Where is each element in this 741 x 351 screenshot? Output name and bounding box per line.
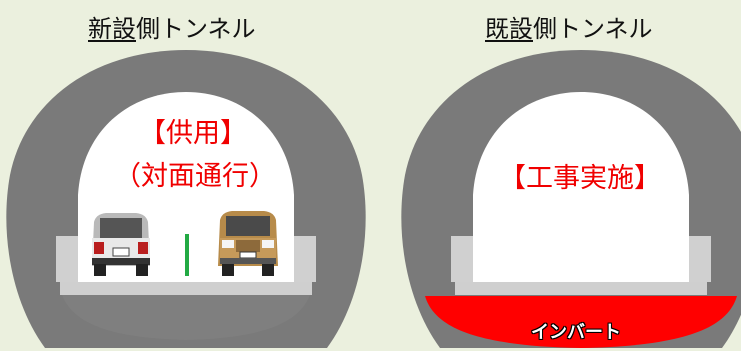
left-side-walk-r [294,236,316,282]
left-side-walk-l [56,236,78,282]
right-tunnel-interior [473,92,689,282]
left-title-rest: 側トンネル [136,15,256,43]
right-title-rest: 側トンネル [533,15,653,43]
construction-label: 【工事実施】 [499,163,661,194]
invert-label: インバート [531,322,621,343]
left-road-slab [60,282,312,295]
right-tunnel-title: 既設側トンネル [485,9,653,44]
right-road-slab [455,282,707,295]
left-title-underlined: 新設 [88,15,136,43]
right-side-walk-l [451,236,473,282]
invert-section [425,296,737,348]
left-tunnel-title: 新設側トンネル [88,9,256,44]
left-invert-base [62,295,310,340]
center-line [185,234,189,276]
in-service-label: 【供用】 [139,118,247,149]
right-side-walk-r [689,236,711,282]
right-tunnel [401,50,741,348]
two-way-traffic-label: （対面通行） [114,161,276,192]
left-tunnel [6,50,366,348]
right-title-underlined: 既設 [485,15,533,43]
vehicle-rear-view [86,210,156,278]
vehicle-front-view [210,208,286,278]
